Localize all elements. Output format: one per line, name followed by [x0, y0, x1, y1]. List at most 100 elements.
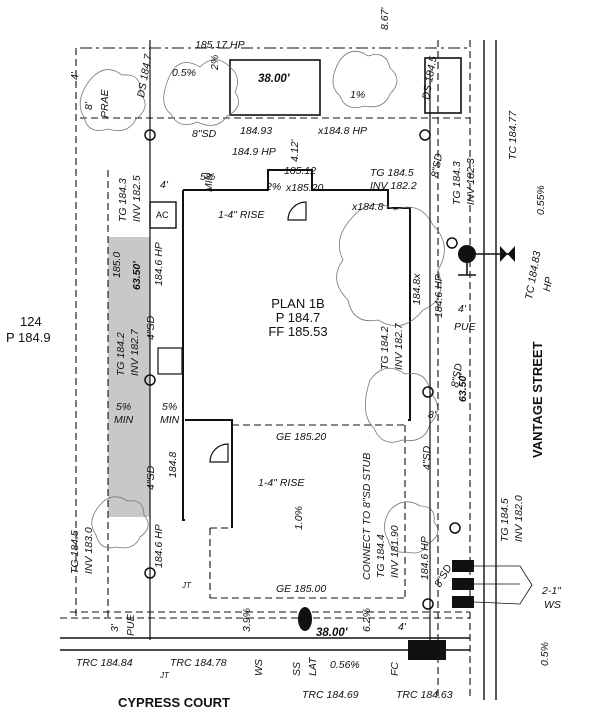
inv-182-7-r: INV 182.7	[393, 322, 405, 370]
tg-184-5: TG 184.5	[69, 530, 81, 574]
tg-184-4: TG 184.4	[375, 534, 387, 578]
jt-left: JT	[181, 581, 192, 590]
slope-0-5-b: 0.5%	[539, 642, 551, 666]
ge-185-20: GE 185.20	[276, 431, 326, 443]
left-lot-pad: P 184.9	[6, 330, 51, 345]
v-184-8-x: 184.8x	[411, 273, 423, 305]
house-footprint	[182, 169, 411, 599]
plan-pad: P 184.7	[276, 310, 321, 325]
inv-182-3: INV 182.3	[465, 158, 477, 205]
ds-184-7: DS 184.7	[135, 52, 155, 98]
slope-0-55: 0.55%	[535, 185, 547, 215]
street-vantage-street: VANTAGE STREET	[530, 341, 545, 458]
ws-bottom: WS	[253, 659, 265, 676]
side-yard-hatch	[108, 237, 150, 517]
dim-8-67: 8.67'	[379, 7, 391, 30]
valve-icon	[458, 245, 476, 263]
v-184-9-hp: 184.9 HP	[232, 146, 276, 158]
trc-184-63: TRC 184.63	[396, 689, 453, 701]
tg-184-2-r: TG 184.2	[379, 326, 391, 370]
tree-canopies	[79, 51, 445, 554]
inv-183-0: INV 183.0	[83, 527, 95, 574]
sd-4-r: 4"SD	[421, 445, 433, 470]
sd-8-r: 8"SD	[429, 152, 445, 178]
ds-184-5: DS 184.5	[420, 55, 439, 100]
street-cypress-court: CYPRESS COURT	[118, 695, 230, 710]
prae: PRAE	[99, 88, 111, 118]
v-185-12: 185.12	[284, 165, 316, 177]
slope-0-56: 0.56%	[330, 659, 360, 671]
sd-8-b: 8"SD	[432, 562, 455, 589]
dim-3-l: 3'	[109, 623, 121, 632]
dim-4-top: 4'	[69, 71, 81, 80]
slope-6-2: 6.2%	[361, 608, 373, 632]
property-lines	[60, 40, 497, 700]
connect-sd-stub: CONNECT TO 8"SD STUB	[361, 453, 373, 580]
deck-box	[229, 59, 321, 116]
sd-8-top: 8"SD	[192, 128, 217, 140]
hp-185-17: 185.17 HP	[195, 39, 245, 51]
water-meter-icons	[408, 560, 533, 660]
inv-182-0: INV 182.0	[513, 495, 525, 542]
slope-5-top: 5%	[200, 171, 215, 183]
sd-4-a: 4"SD	[145, 315, 157, 340]
tg-184-5-top: TG 184.5	[370, 167, 414, 179]
v-184-8-hp: x184.8 HP	[317, 125, 367, 137]
plan-ff: FF 185.53	[268, 324, 327, 339]
sd-8-mid: 8"SD	[449, 362, 465, 388]
sd-4-b: 4"SD	[145, 465, 157, 490]
trc-184-78: TRC 184.78	[170, 657, 227, 669]
dim-4-l: 4'	[160, 179, 169, 191]
slope-5-a: 5%	[116, 401, 131, 413]
rise-mid: 1-4" RISE	[258, 477, 305, 489]
lat-label: LAT	[307, 656, 319, 676]
inv-182-7: INV 182.7	[129, 328, 141, 376]
tg-184-3-l: TG 184.3	[117, 178, 129, 222]
door-swing-mid	[209, 443, 229, 463]
dim-8-left: 8'	[83, 101, 95, 110]
dim-38-b: 38.00'	[316, 627, 349, 639]
slope-0-5: 0.5%	[172, 67, 196, 79]
utility-box	[157, 347, 183, 375]
ge-185-00: GE 185.00	[276, 583, 326, 595]
pue-l: PUE	[125, 613, 137, 636]
inv-182-5: INV 182.5	[131, 175, 143, 222]
pue-r: PUE	[454, 321, 477, 333]
v-184-8: 184.8	[167, 452, 179, 478]
v-184-93: 184.93	[240, 125, 272, 137]
dim-4-r: 4'	[458, 303, 467, 315]
slope-1: 1%	[350, 89, 365, 101]
v-185-20: x185.20	[285, 182, 324, 194]
tg-184-5-r: TG 184.5	[499, 498, 511, 542]
slope-2-top: 2%	[209, 55, 221, 71]
dim-63-50-l: 63.50'	[131, 261, 143, 290]
fc-label: FC	[389, 662, 401, 676]
inv-182-2: INV 182.2	[370, 180, 417, 192]
dim-4-12: 4.12'	[289, 139, 301, 162]
ss-label: SS	[291, 662, 303, 676]
v-184-8-b: x184.8	[351, 201, 384, 213]
slope-1-0: 1.0%	[293, 506, 305, 530]
tc-184-77: TC 184.77	[507, 110, 519, 160]
v-184-6-hp-b: 184.6 HP	[419, 536, 431, 580]
v-184-6-hp: 184.6 HP	[433, 274, 445, 318]
tg-184-3-r: TG 184.3	[451, 161, 463, 205]
plan-name: PLAN 1B	[271, 296, 324, 311]
tc-184-83: TC 184.83	[523, 250, 543, 301]
min-b: MIN	[160, 414, 180, 426]
v-184-6-hp-top: 184.6 HP	[153, 242, 165, 286]
ws-right: WS	[544, 599, 561, 611]
min-top: MIN	[203, 172, 215, 192]
slope-5-b: 5%	[162, 401, 177, 413]
trc-184-84: TRC 184.84	[76, 657, 133, 669]
jt-bottom: JT	[159, 671, 170, 680]
dim-63-50-r: 63.50'	[457, 373, 469, 402]
drain-inlets	[144, 129, 461, 610]
dim-38-top: 38.00'	[258, 73, 291, 85]
slope-3-9: 3.9%	[241, 608, 253, 632]
sewer-lateral-icon	[298, 607, 312, 631]
v-184-6-hp-bot: 184.6 HP	[153, 524, 165, 568]
dim-4-b: 4'	[398, 621, 407, 633]
tc-hp: HP	[541, 276, 555, 292]
